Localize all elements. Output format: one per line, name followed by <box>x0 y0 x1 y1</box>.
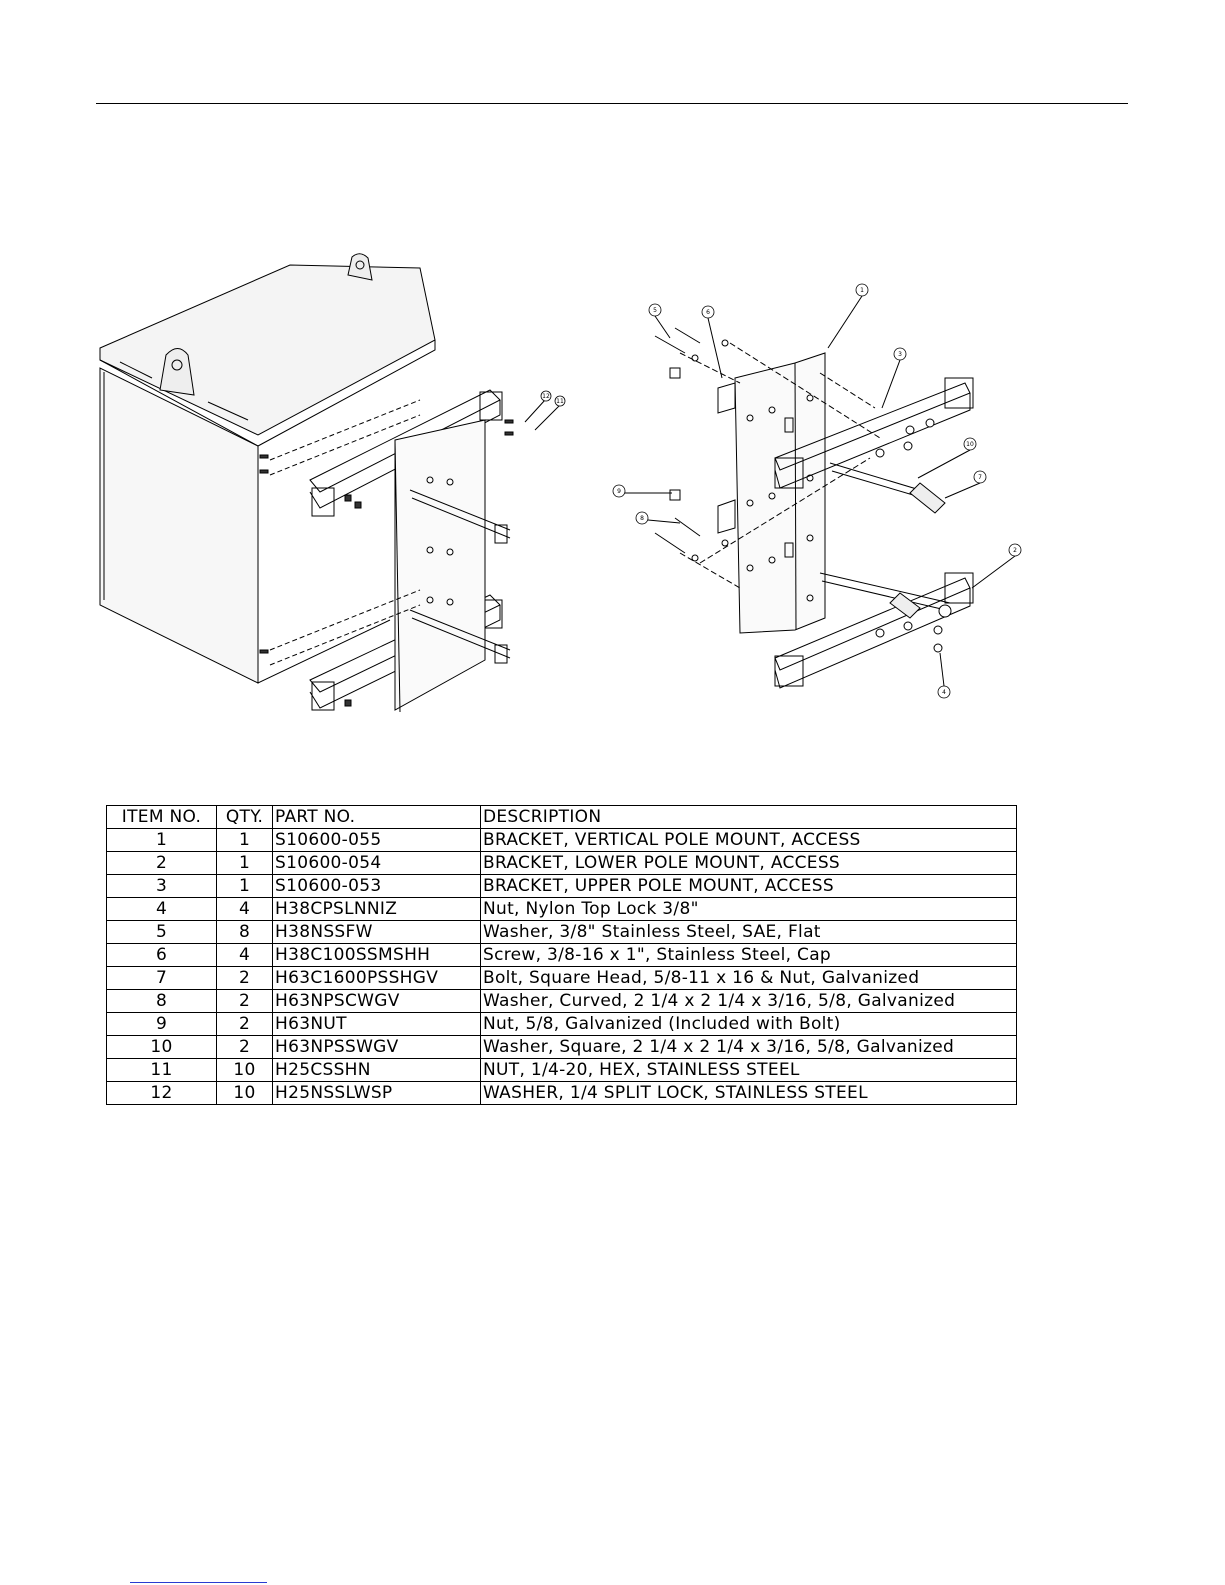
cell-item-no: 6 <box>106 943 217 967</box>
lifting-tab-rear <box>347 253 373 281</box>
table-header-row: ITEM NO. QTY. PART NO. DESCRIPTION <box>106 805 1017 829</box>
cell-part-no: H63C1600PSSHGV <box>272 966 481 990</box>
cell-part-no: H38NSSFW <box>272 920 481 944</box>
callout-5: 5 <box>648 303 662 317</box>
cell-item-no: 12 <box>106 1081 217 1105</box>
svg-text:3: 3 <box>898 351 902 358</box>
cell-part-no: H63NPSCWGV <box>272 989 481 1013</box>
header-qty: QTY. <box>216 805 273 829</box>
svg-text:2: 2 <box>1013 547 1017 554</box>
svg-text:1: 1 <box>860 287 864 294</box>
callout-9: 9 <box>612 484 626 498</box>
cell-item-no: 3 <box>106 874 217 898</box>
cell-qty: 2 <box>216 966 273 990</box>
assembled-enclosure-drawing: 12 11 <box>99 253 566 713</box>
lower-bolt <box>819 572 951 604</box>
callout-2: 2 <box>1008 543 1022 557</box>
svg-text:4: 4 <box>942 689 946 696</box>
cell-description: Washer, 3/8" Stainless Steel, SAE, Flat <box>480 920 1017 944</box>
cell-description: Nut, Nylon Top Lock 3/8" <box>480 897 1017 921</box>
upper-bolt <box>829 462 931 494</box>
cell-qty: 2 <box>216 1035 273 1059</box>
cell-part-no: H63NPSSWGV <box>272 1035 481 1059</box>
cell-item-no: 11 <box>106 1058 217 1082</box>
cell-qty: 2 <box>216 989 273 1013</box>
callout-left-11: 11 <box>556 398 564 405</box>
svg-text:7: 7 <box>978 474 982 481</box>
enclosure-lid-edge <box>99 340 436 447</box>
cell-description: BRACKET, UPPER POLE MOUNT, ACCESS <box>480 874 1017 898</box>
svg-text:9: 9 <box>617 488 621 495</box>
cell-item-no: 10 <box>106 1035 217 1059</box>
cell-part-no: H38CPSLNNIZ <box>272 897 481 921</box>
callout-4: 4 <box>937 685 951 699</box>
cell-qty: 1 <box>216 828 273 852</box>
cell-description: BRACKET, VERTICAL POLE MOUNT, ACCESS <box>480 828 1017 852</box>
cell-qty: 1 <box>216 874 273 898</box>
cell-item-no: 4 <box>106 897 217 921</box>
vertical-bracket <box>394 419 486 711</box>
cell-qty: 2 <box>216 1012 273 1036</box>
callout-10: 10 <box>963 437 977 451</box>
callout-left-12: 12 <box>542 393 550 400</box>
cell-item-no: 5 <box>106 920 217 944</box>
cell-qty: 1 <box>216 851 273 875</box>
cell-qty: 8 <box>216 920 273 944</box>
cell-item-no: 9 <box>106 1012 217 1036</box>
cell-qty: 10 <box>216 1081 273 1105</box>
cell-item-no: 1 <box>106 828 217 852</box>
header-item-no: ITEM NO. <box>106 805 217 829</box>
svg-text:6: 6 <box>706 309 710 316</box>
cell-description: NUT, 1/4-20, HEX, STAINLESS STEEL <box>480 1058 1017 1082</box>
header-rule <box>96 103 1128 104</box>
svg-text:10: 10 <box>966 441 974 448</box>
cell-qty: 4 <box>216 897 273 921</box>
cell-description: WASHER, 1/4 SPLIT LOCK, STAINLESS STEEL <box>480 1081 1017 1105</box>
cell-part-no: H25CSSHN <box>272 1058 481 1082</box>
cell-description: Screw, 3/8-16 x 1", Stainless Steel, Cap <box>480 943 1017 967</box>
cell-item-no: 7 <box>106 966 217 990</box>
callout-6: 6 <box>701 305 715 319</box>
cell-description: Nut, 5/8, Galvanized (Included with Bolt… <box>480 1012 1017 1036</box>
cell-description: BRACKET, LOWER POLE MOUNT, ACCESS <box>480 851 1017 875</box>
cell-part-no: H38C100SSMSHH <box>272 943 481 967</box>
cell-item-no: 8 <box>106 989 217 1013</box>
lifting-tab-front <box>159 348 195 396</box>
header-part-no: PART NO. <box>272 805 481 829</box>
svg-text:5: 5 <box>653 307 657 314</box>
cell-description: Washer, Square, 2 1/4 x 2 1/4 x 3/16, 5/… <box>480 1035 1017 1059</box>
callout-1: 1 <box>855 283 869 297</box>
footer-link-underline[interactable] <box>130 1582 267 1583</box>
enclosure-side <box>257 446 391 684</box>
cell-part-no: H63NUT <box>272 1012 481 1036</box>
cell-part-no: S10600-053 <box>272 874 481 898</box>
cell-part-no: S10600-054 <box>272 851 481 875</box>
exploded-pole-mount-drawing: 5 6 1 3 10 7 9 8 2 4 <box>612 283 1022 699</box>
callout-3: 3 <box>893 347 907 361</box>
cell-part-no: S10600-055 <box>272 828 481 852</box>
cell-item-no: 2 <box>106 851 217 875</box>
cell-qty: 10 <box>216 1058 273 1082</box>
cell-description: Washer, Curved, 2 1/4 x 2 1/4 x 3/16, 5/… <box>480 989 1017 1013</box>
svg-text:8: 8 <box>640 515 644 522</box>
callout-7: 7 <box>973 470 987 484</box>
cell-part-no: H25NSSLWSP <box>272 1081 481 1105</box>
cell-description: Bolt, Square Head, 5/8-11 x 16 & Nut, Ga… <box>480 966 1017 990</box>
callout-8: 8 <box>635 511 649 525</box>
cell-qty: 4 <box>216 943 273 967</box>
header-description: DESCRIPTION <box>480 805 1017 829</box>
